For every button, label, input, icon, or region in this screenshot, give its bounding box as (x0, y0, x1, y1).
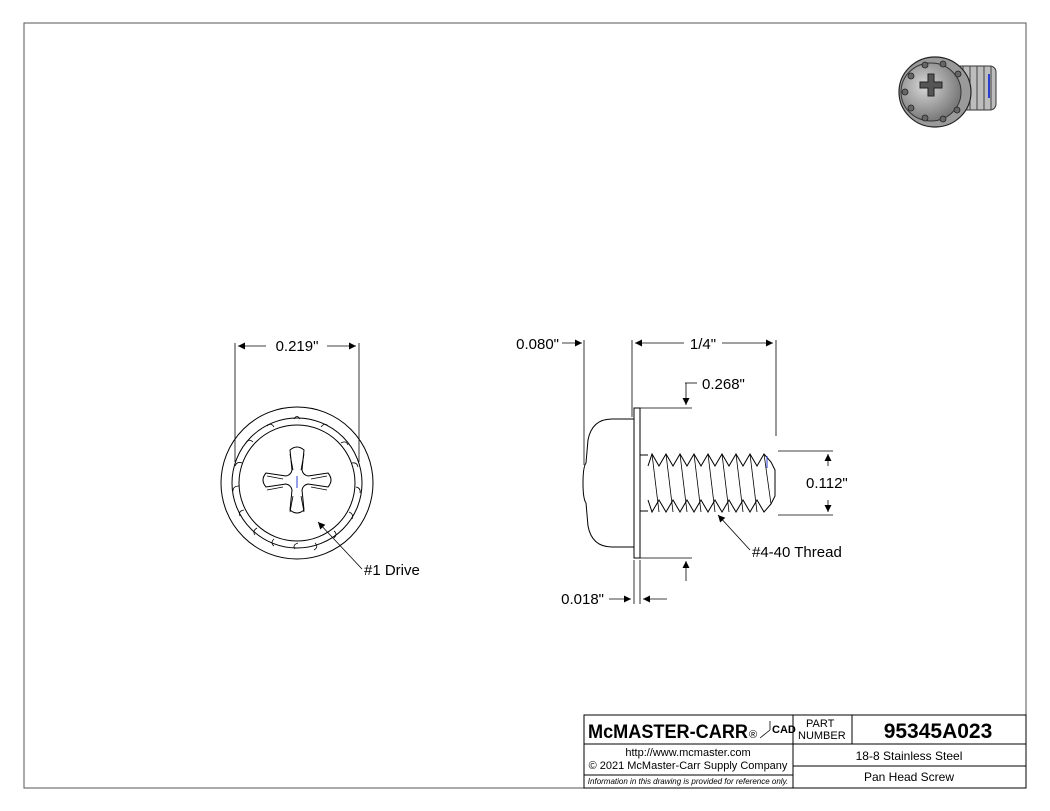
part-number-label-line2: NUMBER (798, 730, 846, 742)
washer-outer-circle (220, 406, 374, 560)
material-description: 18-8 Stainless Steel (856, 749, 963, 763)
cad-logo: CAD (759, 721, 796, 739)
diameter-dimension: 0.219" (276, 338, 319, 355)
length-dimension: 1/4" (690, 336, 716, 353)
copyright-text: © 2021 McMaster-Carr Supply Company (589, 760, 788, 772)
thread-profile (647, 452, 776, 514)
sheet-border (23, 22, 1027, 789)
thread-diameter-dimension: 0.112" (806, 475, 848, 492)
washer-diameter-dimension: 0.268" (702, 376, 745, 393)
drive-callout: #1 Drive (364, 562, 420, 579)
registered-mark: ® (749, 729, 757, 741)
washer-teeth (232, 416, 361, 551)
front-view: 0.219" #1 Drive (220, 338, 420, 579)
pan-head (582, 418, 635, 548)
product-description: Pan Head Screw (864, 770, 954, 784)
part-number-label-line1: PART (806, 718, 835, 730)
side-view: 0.080" 1/4" 0.268" 0.112" #4-40 Thread 0… (516, 336, 848, 608)
title-block: McMASTER-CARR ® CAD PART NUMBER 95345A02… (583, 714, 1027, 789)
disclaimer-text: Information in this drawing is provided … (588, 777, 788, 786)
washer (633, 407, 641, 559)
part-number: 95345A023 (884, 720, 993, 743)
brand-logo-text: McMASTER-CARR (588, 722, 748, 743)
thread-callout: #4-40 Thread (752, 544, 842, 561)
website-url: http://www.mcmaster.com (625, 747, 750, 759)
head-circle (238, 424, 356, 542)
isometric-screw-preview (898, 56, 997, 128)
washer-thickness-dimension: 0.018" (561, 591, 604, 608)
head-height-dimension: 0.080" (516, 336, 559, 353)
svg-text:CAD: CAD (772, 724, 796, 736)
